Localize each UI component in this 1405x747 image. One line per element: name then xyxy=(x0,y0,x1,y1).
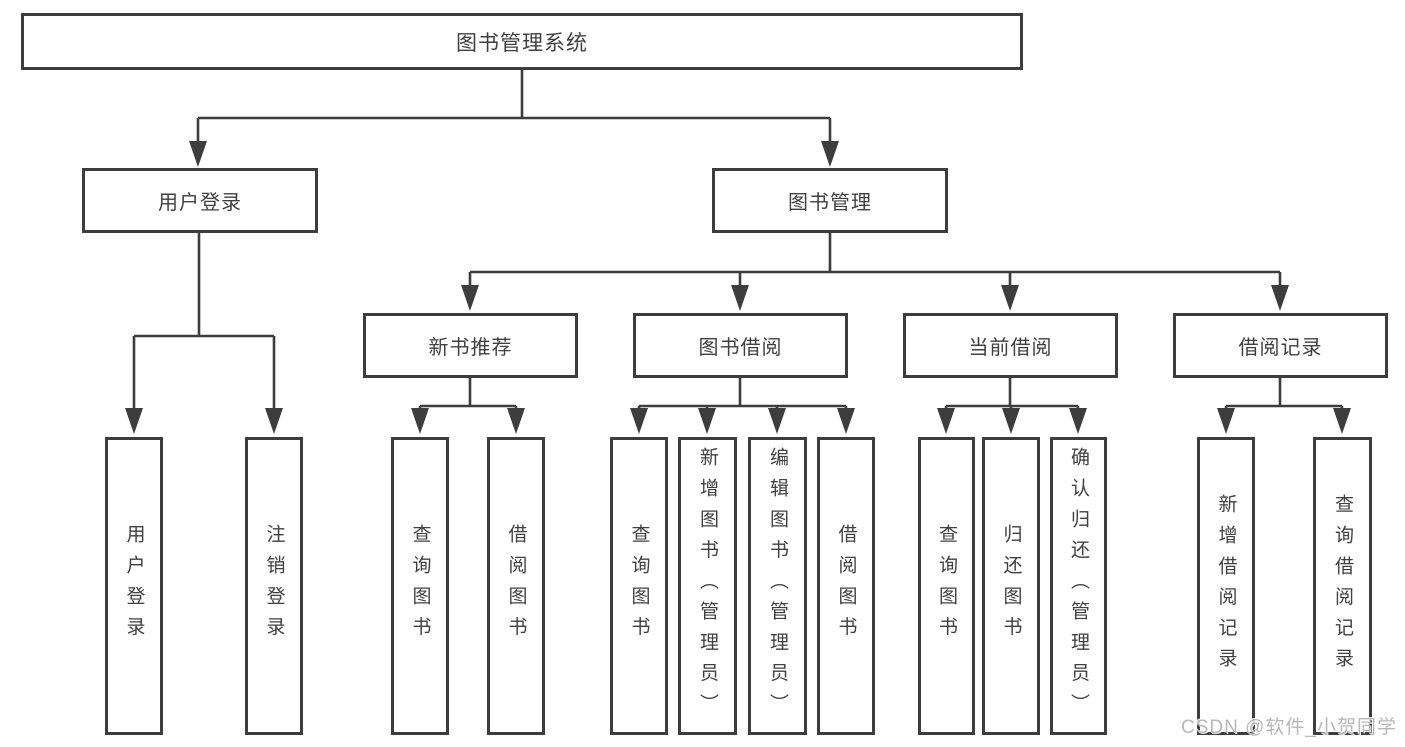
watermark: CSDN @软件_小贺同学 xyxy=(1181,717,1397,738)
node-root-system: 图书管理系统 xyxy=(21,13,1023,70)
connector-book-management-to-level3 xyxy=(461,233,1289,311)
arrowhead xyxy=(507,408,525,434)
leaf-add-books-admin: 新增图书（管理员） xyxy=(678,437,737,735)
leaf-query-borrow-record: 查询借阅记录 xyxy=(1313,437,1372,735)
node-user-login: 用户登录 xyxy=(82,168,318,233)
leaf-current-query-books: 查询图书 xyxy=(918,437,975,735)
arrowhead xyxy=(698,408,716,434)
node-borrow-records-label: 借阅记录 xyxy=(1238,337,1323,359)
arrowhead xyxy=(1217,408,1235,434)
arrowhead xyxy=(1001,285,1019,311)
node-book-management: 图书管理 xyxy=(712,168,948,233)
leaf-user-login-label: 用户登录 xyxy=(123,524,145,648)
leaf-recommend-borrow-books: 借阅图书 xyxy=(487,437,545,735)
node-user-login-label: 用户登录 xyxy=(158,192,242,214)
node-book-borrow-label: 图书借阅 xyxy=(698,337,783,359)
leaf-return-books-label: 归还图书 xyxy=(1000,524,1022,648)
leaf-add-borrow-record-label: 新增借阅记录 xyxy=(1215,493,1237,679)
arrowhead xyxy=(630,408,648,434)
leaf-query-borrow-record-label: 查询借阅记录 xyxy=(1332,493,1353,679)
node-new-book-recommend: 新书推荐 xyxy=(363,313,578,378)
leaf-logout-login: 注销登录 xyxy=(245,437,303,735)
leaf-logout-login-label: 注销登录 xyxy=(263,524,285,648)
leaf-recommend-borrow-books-label: 借阅图书 xyxy=(505,524,527,648)
arrowhead xyxy=(189,141,207,167)
arrowhead xyxy=(411,408,429,434)
leaf-recommend-query-books-label: 查询图书 xyxy=(409,524,431,648)
arrowhead xyxy=(837,408,855,434)
arrowhead xyxy=(937,408,955,434)
connector-borrow-records-children xyxy=(1217,378,1351,434)
node-current-borrow-label: 当前借阅 xyxy=(968,337,1053,359)
node-borrow-records: 借阅记录 xyxy=(1173,313,1388,378)
leaf-borrow-query-books-label: 查询图书 xyxy=(628,524,650,648)
connector-book-borrow-children xyxy=(630,378,855,434)
node-new-book-recommend-label: 新书推荐 xyxy=(428,337,513,359)
leaf-edit-books-admin: 编辑图书（管理员） xyxy=(748,437,807,735)
leaf-confirm-return-admin-label: 确认归还（管理员） xyxy=(1068,447,1089,725)
arrowhead xyxy=(731,285,749,311)
arrowhead xyxy=(265,408,283,434)
arrowhead xyxy=(1002,408,1020,434)
arrowhead xyxy=(1069,408,1087,434)
leaf-confirm-return-admin: 确认归还（管理员） xyxy=(1050,437,1107,735)
arrowhead xyxy=(821,141,839,167)
connector-user-login-children xyxy=(125,233,283,434)
leaf-edit-books-admin-label: 编辑图书（管理员） xyxy=(767,447,788,725)
leaf-user-login: 用户登录 xyxy=(105,437,163,735)
connector-root-to-level2 xyxy=(189,70,839,167)
arrowhead xyxy=(768,408,786,434)
leaf-recommend-query-books: 查询图书 xyxy=(391,437,449,735)
arrowhead xyxy=(1333,408,1351,434)
leaf-borrow-query-books: 查询图书 xyxy=(610,437,668,735)
leaf-current-query-books-label: 查询图书 xyxy=(936,524,957,648)
leaf-borrow-books: 借阅图书 xyxy=(817,437,875,735)
arrowhead xyxy=(125,408,143,434)
leaf-return-books: 归还图书 xyxy=(982,437,1040,735)
leaf-add-books-admin-label: 新增图书（管理员） xyxy=(697,447,718,725)
node-book-management-label: 图书管理 xyxy=(788,192,872,214)
node-current-borrow: 当前借阅 xyxy=(903,313,1118,378)
leaf-borrow-books-label: 借阅图书 xyxy=(835,524,857,648)
connector-current-borrow-children xyxy=(937,378,1087,434)
node-root-system-label: 图书管理系统 xyxy=(456,31,588,55)
connector-new-book-children xyxy=(411,378,525,434)
node-book-borrow: 图书借阅 xyxy=(633,313,848,378)
arrowhead xyxy=(1271,285,1289,311)
arrowhead xyxy=(461,285,479,311)
leaf-add-borrow-record: 新增借阅记录 xyxy=(1197,437,1255,735)
